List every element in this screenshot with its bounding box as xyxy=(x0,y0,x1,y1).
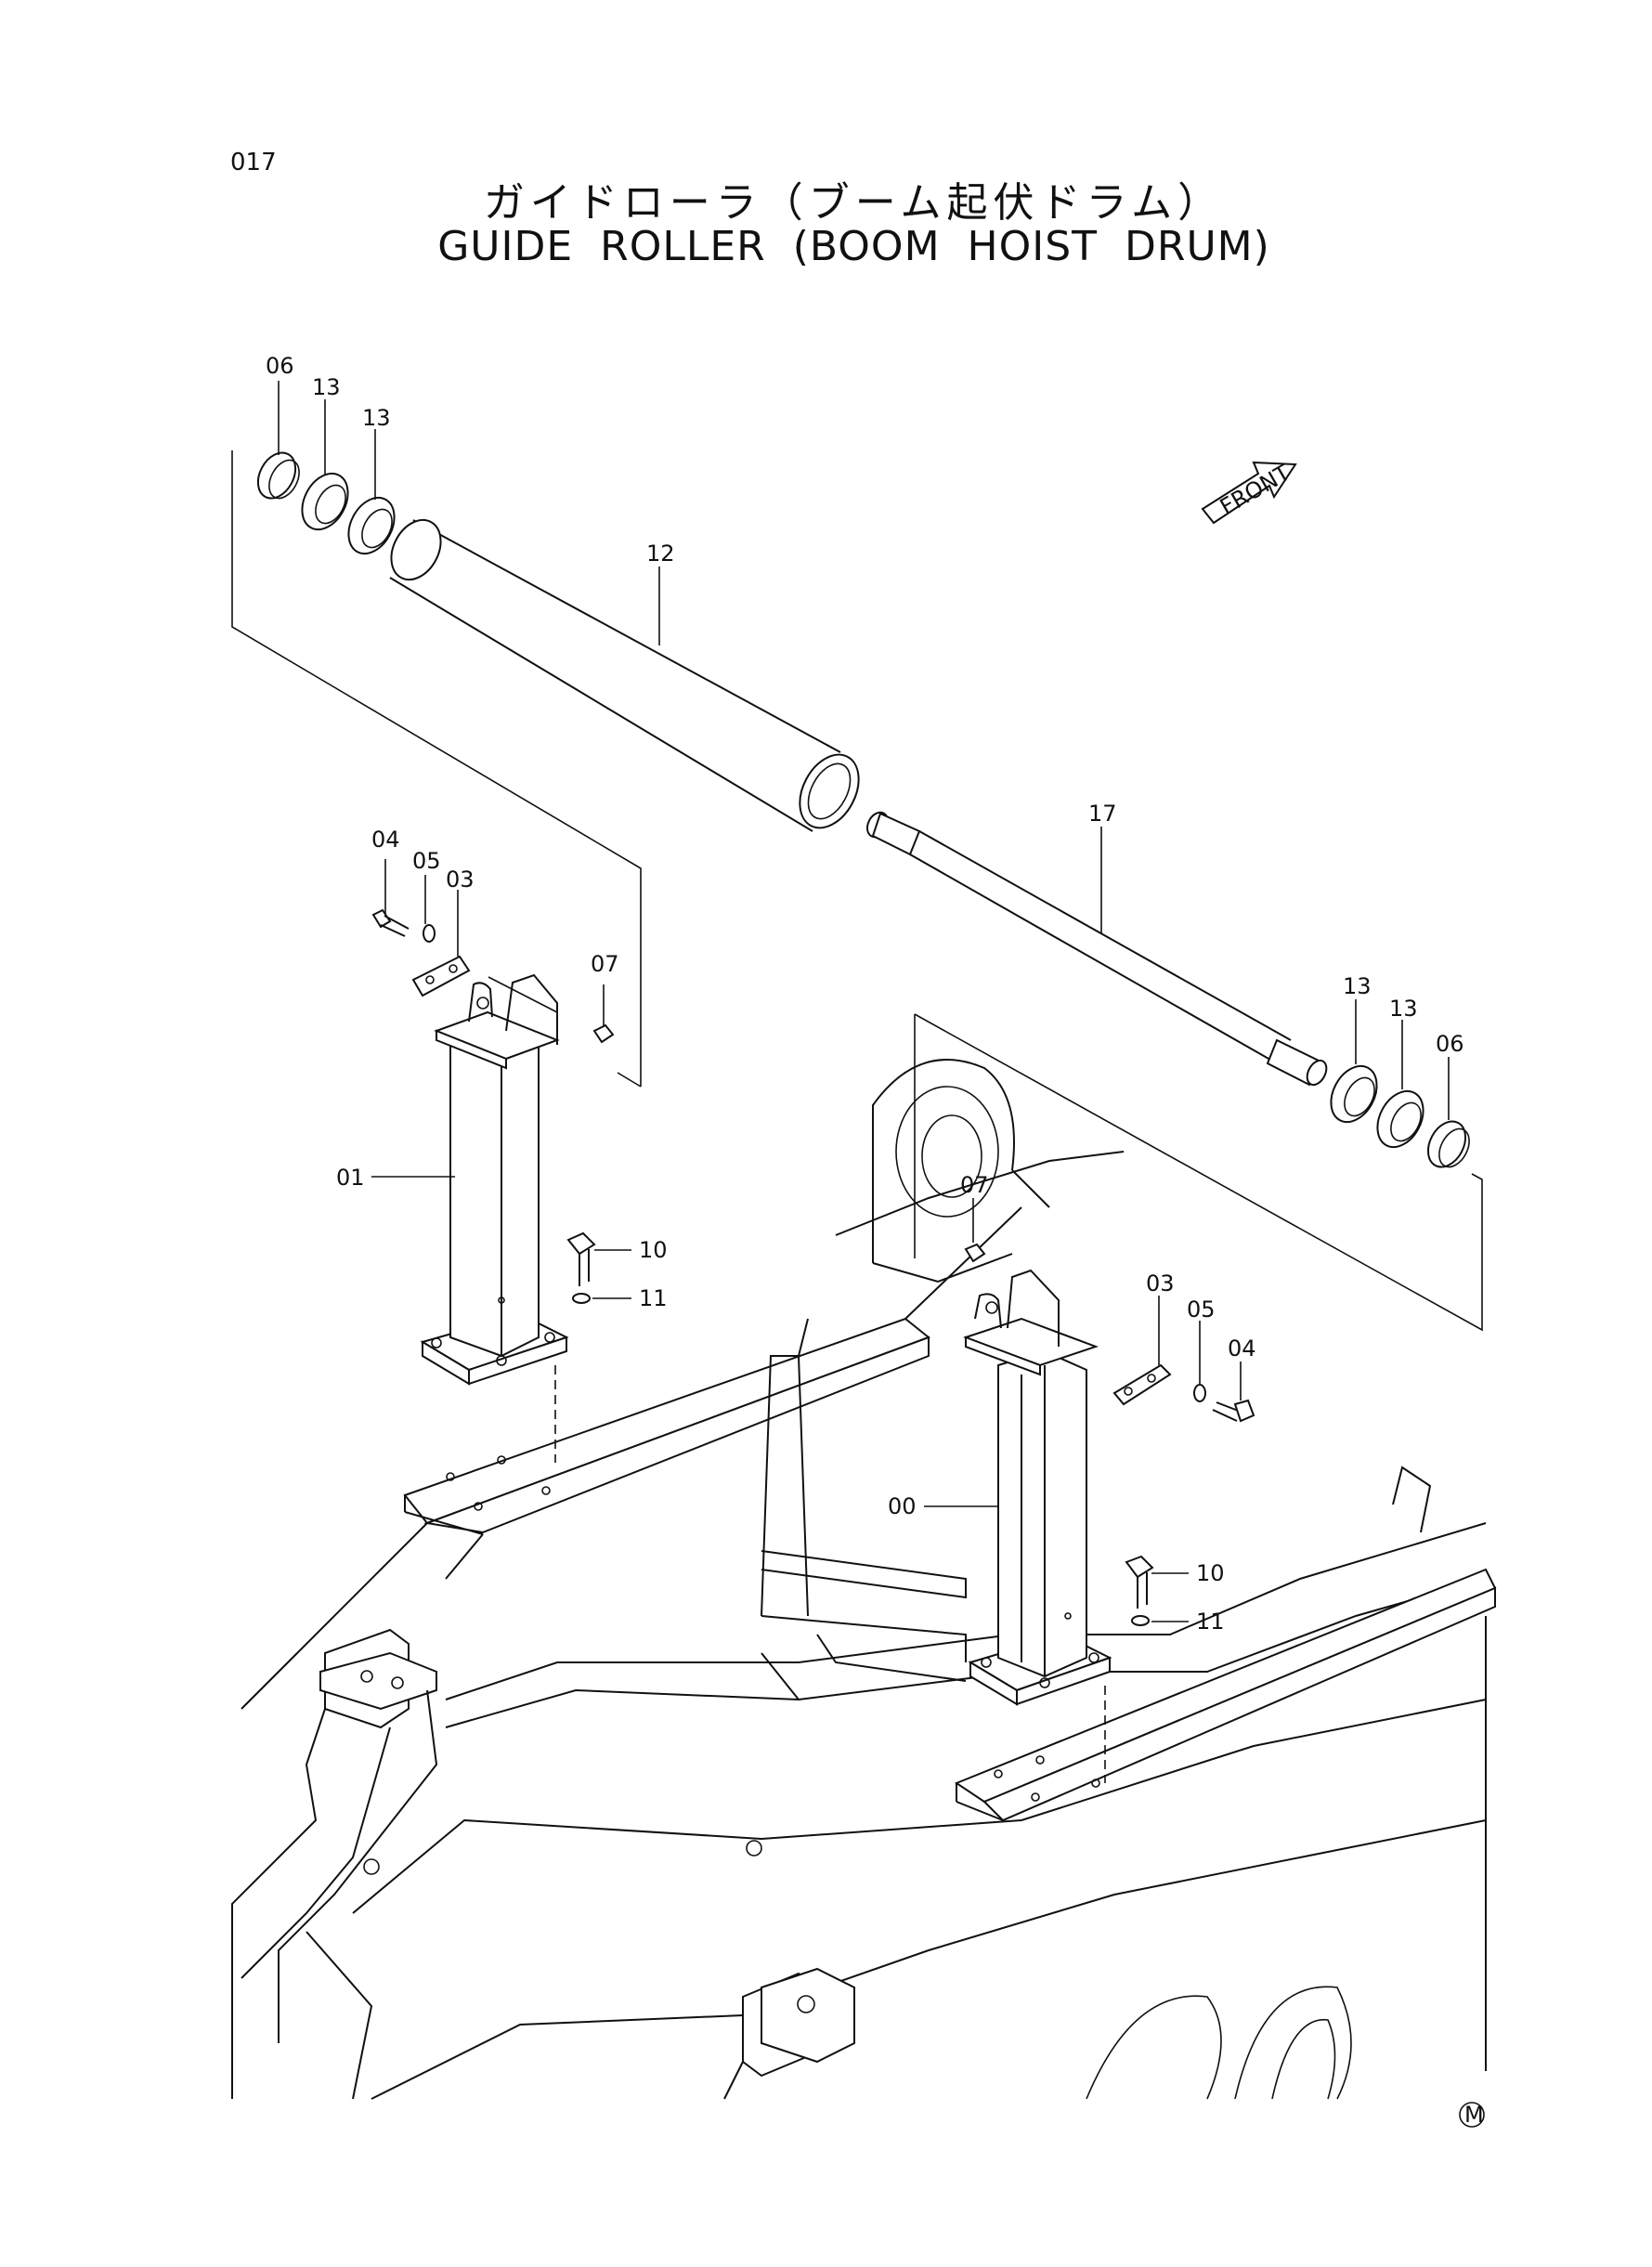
left-stand-01 xyxy=(420,973,569,1386)
bearings xyxy=(256,451,1470,1168)
roller-tube-12 xyxy=(389,518,860,832)
callout-06: 06 xyxy=(266,353,294,379)
callout-11: 11 xyxy=(1196,1609,1225,1635)
page-number: 017 xyxy=(230,149,277,176)
callout-05: 05 xyxy=(1187,1296,1216,1322)
callout-10: 10 xyxy=(639,1237,668,1263)
callouts: 06 13 13 12 17 04 05 03 07 01 10 11 13 1… xyxy=(266,353,1464,1635)
mark-letter: M xyxy=(1464,2102,1484,2128)
front-arrow-icon: FRONT xyxy=(1201,460,1297,525)
callout-13: 13 xyxy=(1389,996,1418,1022)
mark-symbol: M xyxy=(1459,2102,1485,2128)
callout-00: 00 xyxy=(888,1493,917,1519)
callout-06: 06 xyxy=(1436,1031,1464,1057)
callout-07: 07 xyxy=(591,951,619,977)
callout-13: 13 xyxy=(1343,973,1372,999)
callout-07: 07 xyxy=(960,1172,989,1198)
callout-03: 03 xyxy=(1146,1270,1175,1296)
right-stand-00 xyxy=(963,1269,1112,1706)
hardware xyxy=(371,908,1255,1626)
callout-01: 01 xyxy=(336,1165,365,1191)
assembly-lines xyxy=(231,450,1483,1783)
leader-lines xyxy=(278,381,1450,1622)
callout-04: 04 xyxy=(371,827,400,853)
callout-11: 11 xyxy=(639,1285,668,1311)
shaft-17 xyxy=(865,811,1328,1087)
callout-13: 13 xyxy=(312,374,341,400)
callout-13: 13 xyxy=(362,405,391,431)
front-label: FRONT xyxy=(1216,460,1294,520)
callout-05: 05 xyxy=(412,848,441,874)
title-japanese: ガイドローラ（ブーム起伏ドラム） xyxy=(483,179,1225,227)
callout-17: 17 xyxy=(1088,801,1117,827)
callout-03: 03 xyxy=(446,866,475,892)
callout-10: 10 xyxy=(1196,1560,1225,1586)
callout-12: 12 xyxy=(646,541,675,567)
callout-04: 04 xyxy=(1228,1335,1256,1362)
title-english: GUIDE ROLLER (BOOM HOIST DRUM) xyxy=(437,223,1270,270)
base-frame xyxy=(231,1059,1497,2100)
